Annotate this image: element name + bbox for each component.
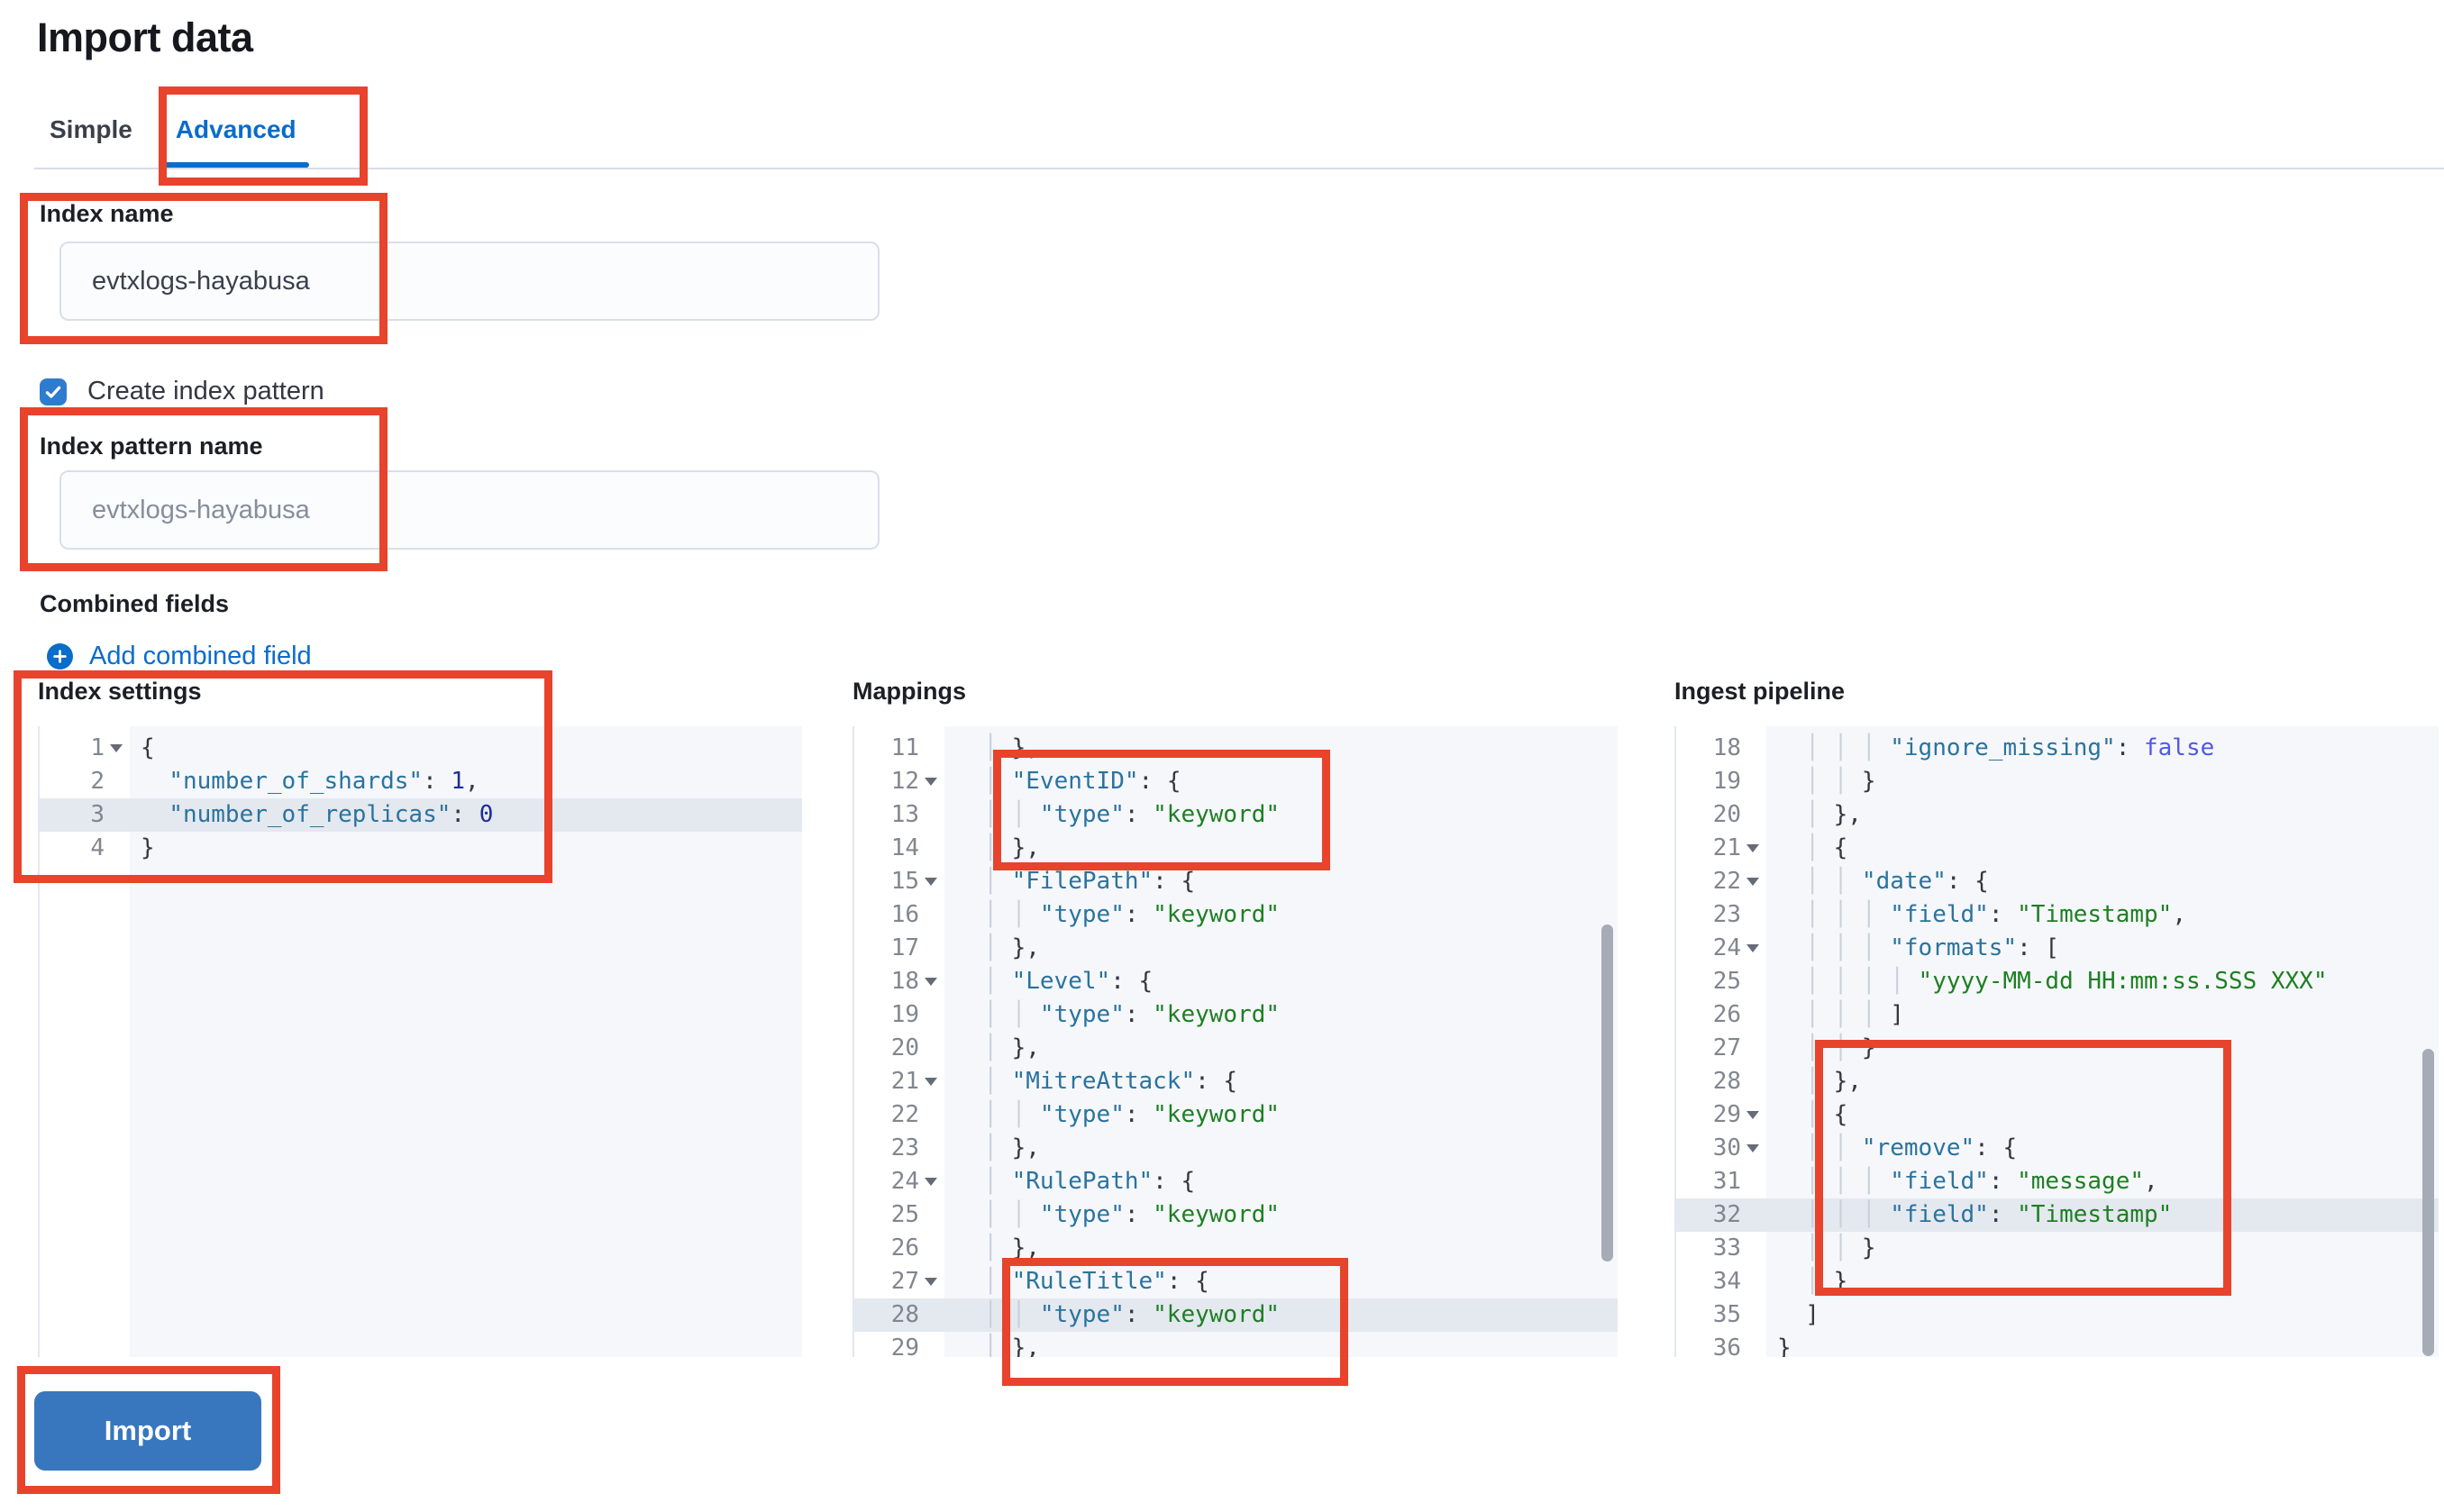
fold-arrow-icon[interactable] (925, 878, 937, 886)
index-pattern-name-input[interactable] (59, 470, 880, 550)
code-line-33: 33 │ │ } (1712, 1234, 1876, 1262)
code-line-18: 18 │ │ │ "ignore_missing": false (1712, 734, 2215, 761)
code-line-19: 19 │ │ } (1712, 768, 1876, 795)
code-line-17: 17 │ }, (890, 934, 1040, 961)
mappings-label: Mappings (853, 678, 966, 705)
check-icon (45, 386, 61, 398)
code-line-24: 24 │ │ │ "formats": [ (1712, 934, 2060, 961)
code-line-14: 14 │ }, (890, 834, 1040, 861)
code-line-35: 35 ] (1712, 1301, 1819, 1328)
index-settings-editor[interactable]: 1{ 2 "number_of_shards": 1, 3 "number_of_r… (38, 726, 802, 1357)
code-line-28: 28 │ }, (1712, 1068, 1862, 1095)
code-line-27: 27 │ │ } (1712, 1034, 1876, 1061)
fold-arrow-icon[interactable] (925, 1178, 937, 1186)
code-line-16: 16 │ │ "type": "keyword" (890, 901, 1281, 928)
fold-arrow-icon[interactable] (1746, 844, 1759, 852)
code-line-22: 22 │ │ "date": { (1712, 868, 1989, 895)
scrollbar-thumb[interactable] (2422, 1049, 2434, 1356)
code-line-23: 23 │ │ │ "field": "Timestamp", (1712, 901, 2186, 928)
code-line-31: 31 │ │ │ "field": "message", (1712, 1168, 2158, 1195)
code-line-21: 21 │ { (1712, 834, 1848, 861)
code-line-36: 36} (1712, 1334, 1792, 1357)
mappings-column: Mappings 11 │ }, 12 │ "EventID": { 13 │ │ … (853, 678, 1618, 1357)
editor-background (944, 726, 1618, 1357)
fold-arrow-icon[interactable] (925, 978, 937, 986)
code-line-29: 29 │ }, (890, 1334, 1040, 1357)
code-line-24: 24 │ "RulePath": { (890, 1168, 1196, 1195)
create-index-pattern-checkbox[interactable] (40, 378, 67, 405)
add-combined-field-label: Add combined field (89, 642, 312, 670)
code-line-3: 3 "number_of_replicas": 0 (40, 798, 802, 832)
code-line-25: 25 │ │ │ │ "yyyy-MM-dd HH:mm:ss.SSS XXX" (1712, 968, 2328, 995)
index-name-input[interactable] (59, 241, 880, 321)
code-line-12: 12 │ "EventID": { (890, 768, 1181, 795)
fold-arrow-icon[interactable] (1746, 878, 1759, 886)
code-line-27: 27 │ "RuleTitle": { (890, 1268, 1209, 1295)
code-line-32: 32 │ │ │ "field": "Timestamp" (1676, 1198, 2439, 1232)
create-index-pattern-label: Create index pattern (87, 377, 324, 405)
code-line-26: 26 │ }, (890, 1234, 1040, 1262)
add-combined-field-link[interactable]: Add combined field (47, 642, 312, 671)
index-settings-label: Index settings (38, 678, 202, 705)
index-pattern-name-label: Index pattern name (40, 433, 263, 460)
create-index-pattern-row: Create index pattern (40, 377, 324, 406)
index-name-label: Index name (40, 200, 174, 227)
ingest-pipeline-label: Ingest pipeline (1674, 678, 1846, 705)
code-line-20: 20 │ }, (1712, 801, 1862, 828)
code-line-15: 15 │ "FilePath": { (890, 868, 1196, 895)
mappings-editor[interactable]: 11 │ }, 12 │ "EventID": { 13 │ │ "type": "… (853, 726, 1618, 1357)
code-line-18: 18 │ "Level": { (890, 968, 1154, 995)
index-settings-column: Index settings 1{ 2 "number_of_shards": 1… (38, 678, 802, 1357)
fold-arrow-icon[interactable] (925, 1278, 937, 1286)
fold-arrow-icon[interactable] (925, 1078, 937, 1086)
ingest-pipeline-editor[interactable]: 18 │ │ │ "ignore_missing": false 19 │ │ }… (1674, 726, 2439, 1357)
page-title: Import data (37, 14, 253, 60)
code-line-1: 1{ (90, 734, 155, 761)
fold-arrow-icon[interactable] (1746, 1144, 1759, 1152)
fold-arrow-icon[interactable] (110, 744, 123, 752)
code-line-19: 19 │ │ "type": "keyword" (890, 1001, 1281, 1028)
tab-simple[interactable]: Simple (50, 115, 132, 143)
import-button[interactable]: Import (34, 1391, 261, 1471)
code-line-2: 2 "number_of_shards": 1, (90, 768, 479, 795)
fold-arrow-icon[interactable] (1746, 944, 1759, 952)
code-line-34: 34 │ } (1712, 1268, 1848, 1295)
code-line-4: 4} (90, 834, 155, 861)
code-line-22: 22 │ │ "type": "keyword" (890, 1101, 1281, 1128)
code-line-25: 25 │ │ "type": "keyword" (890, 1201, 1281, 1228)
code-line-13: 13 │ │ "type": "keyword" (890, 801, 1281, 828)
combined-fields-label: Combined fields (40, 590, 230, 617)
code-line-28: 28 │ │ "type": "keyword" (854, 1298, 1618, 1332)
code-line-26: 26 │ │ │ ] (1712, 1001, 1904, 1028)
tab-advanced[interactable]: Advanced (162, 92, 309, 168)
tabs: Simple Advanced (37, 92, 327, 168)
tabs-divider (34, 168, 2444, 169)
ingest-pipeline-column: Ingest pipeline 18 │ │ │ "ignore_missing… (1674, 678, 2439, 1357)
code-line-20: 20 │ }, (890, 1034, 1040, 1061)
code-line-30: 30 │ │ "remove": { (1712, 1134, 2018, 1161)
plus-icon (47, 643, 73, 669)
active-tab-underline (162, 162, 309, 168)
code-line-21: 21 │ "MitreAttack": { (890, 1068, 1238, 1095)
code-line-23: 23 │ }, (890, 1134, 1040, 1161)
code-line-29: 29 │ { (1712, 1101, 1848, 1128)
fold-arrow-icon[interactable] (925, 778, 937, 786)
scrollbar-thumb[interactable] (1601, 925, 1613, 1262)
code-line-11: 11 │ }, (890, 734, 1040, 761)
fold-arrow-icon[interactable] (1746, 1111, 1759, 1119)
